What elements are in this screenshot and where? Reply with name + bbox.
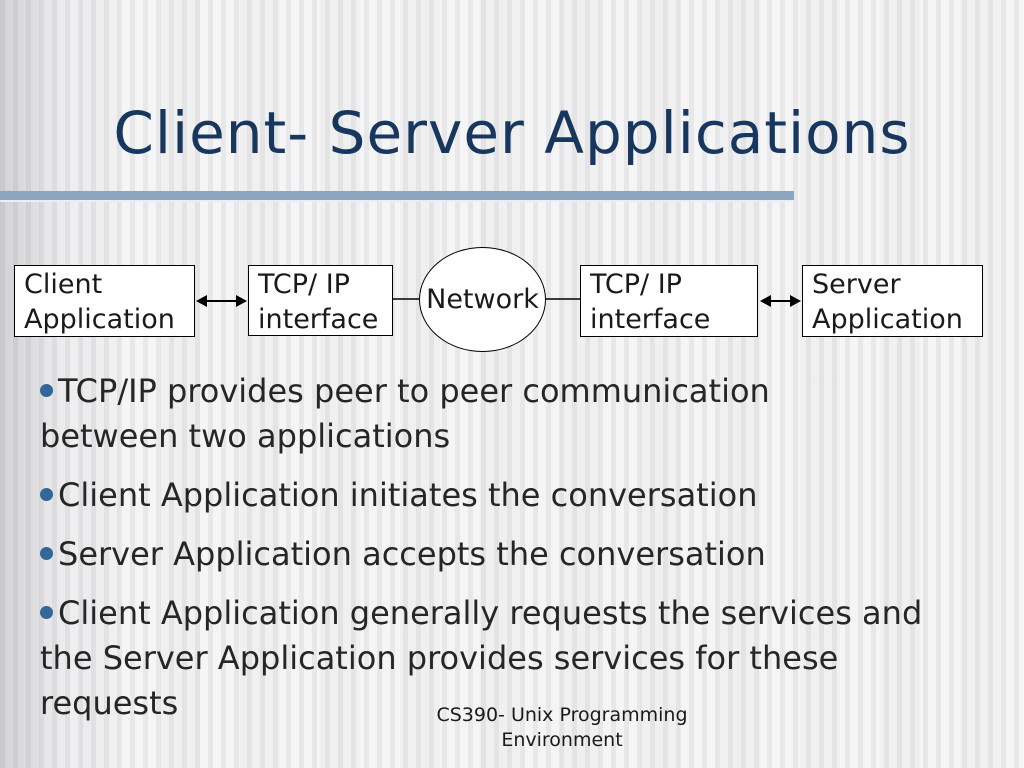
- bullet-icon: [40, 606, 53, 619]
- bullet-item: Client Application initiates the convers…: [40, 473, 992, 518]
- double-arrow-tcpip-server: [760, 295, 801, 307]
- diagram-node-client-application: Client Application: [14, 265, 195, 337]
- node-label: Server Application: [812, 269, 963, 335]
- bullet-item: Server Application accepts the conversat…: [40, 532, 992, 577]
- bullet-icon: [40, 488, 53, 501]
- node-label: Client Application: [24, 269, 175, 335]
- bullet-item: Client Application generally requests th…: [40, 591, 992, 726]
- slide-footer: CS390- Unix Programming Environment: [436, 704, 688, 751]
- bullet-icon: [40, 547, 53, 560]
- diagram-node-tcpip-interface-right: TCP/ IP interface: [580, 265, 758, 337]
- diagram-node-network: Network: [419, 247, 546, 352]
- node-label: TCP/ IP interface: [258, 269, 379, 335]
- diagram-node-tcpip-interface-left: TCP/ IP interface: [248, 265, 393, 336]
- bullet-text: TCP/IP provides peer to peer communicati…: [40, 372, 770, 455]
- slide-title: Client- Server Applications: [113, 99, 911, 167]
- title-divider-bar: [0, 191, 794, 202]
- bullet-icon: [40, 384, 53, 397]
- bullet-text: Client Application generally requests th…: [40, 594, 923, 722]
- node-label: Network: [426, 284, 539, 315]
- bullet-list: TCP/IP provides peer to peer communicati…: [40, 369, 992, 740]
- node-label: TCP/ IP interface: [590, 269, 711, 335]
- bullet-text: Client Application initiates the convers…: [58, 476, 758, 514]
- bullet-text: Server Application accepts the conversat…: [58, 535, 766, 573]
- double-arrow-client-tcpip: [196, 295, 247, 307]
- diagram-node-server-application: Server Application: [802, 265, 983, 337]
- bullet-item: TCP/IP provides peer to peer communicati…: [40, 369, 992, 459]
